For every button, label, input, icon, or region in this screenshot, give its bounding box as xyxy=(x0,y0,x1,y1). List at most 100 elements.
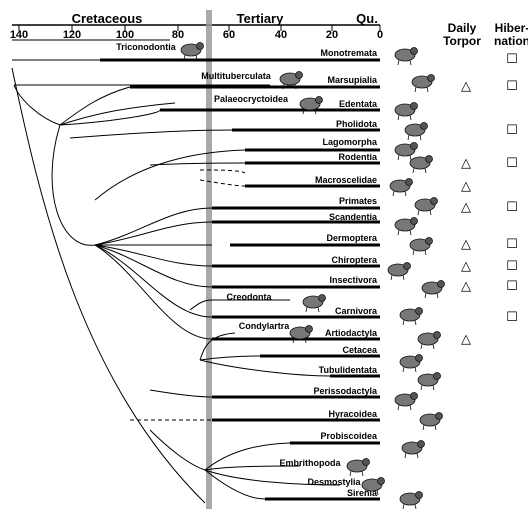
dugong-icon xyxy=(399,491,423,509)
hibernation-symbol: ☐ xyxy=(506,258,518,273)
taxon-label-marsupialia: Marsupialia xyxy=(327,75,378,85)
taxon-label-edentata: Edentata xyxy=(339,99,378,109)
taxon-ranges xyxy=(100,58,380,501)
tree-branch xyxy=(204,465,301,471)
tree-shrew-icon xyxy=(394,217,418,236)
taxon-label-hyracoidea: Hyracoidea xyxy=(328,409,378,419)
torpor-symbol: △ xyxy=(461,278,471,293)
axis-tick-label: 60 xyxy=(223,29,235,41)
taxon-label-perissodactyla: Perissodactyla xyxy=(313,386,378,396)
hibernation-symbol: ☐ xyxy=(506,199,518,214)
tree-branch xyxy=(189,299,213,311)
taxon-label-macroscelidae: Macroscelidae xyxy=(315,175,377,185)
taxon-label-tubulidentata: Tubulidentata xyxy=(319,365,378,375)
taxon-label-primates: Primates xyxy=(339,196,377,206)
hibernation-symbol: ☐ xyxy=(506,309,518,324)
taxon-label-dermoptera: Dermoptera xyxy=(326,233,378,243)
torpor-symbol: △ xyxy=(461,258,471,273)
camel-icon xyxy=(417,331,441,350)
tree-branch xyxy=(199,179,246,187)
tree-branch xyxy=(149,429,206,471)
aardvark-icon xyxy=(417,372,441,391)
embrithopod-icon xyxy=(346,458,370,477)
hibernation-symbol: ☐ xyxy=(506,122,518,137)
bat-icon xyxy=(387,262,411,281)
hyrax-icon xyxy=(419,412,443,431)
hibernation-symbol: ☐ xyxy=(506,51,518,66)
axis-tick-label: 120 xyxy=(63,29,81,41)
period-tertiary: Tertiary xyxy=(237,11,284,26)
animal-icons xyxy=(180,42,445,509)
elephant-shrew-icon xyxy=(389,178,413,197)
platypus-icon xyxy=(394,47,418,66)
palaeoryctid-icon xyxy=(299,96,323,115)
tree-branch xyxy=(59,86,131,126)
taxon-label-pholidota: Pholidota xyxy=(336,119,378,129)
tree-branch xyxy=(51,124,96,246)
tree-branch xyxy=(199,355,261,361)
axis-tick-label: 0 xyxy=(377,29,383,41)
torpor-symbol: △ xyxy=(461,199,471,214)
taxon-label-cetacea: Cetacea xyxy=(342,345,378,355)
tree-branch xyxy=(204,469,341,486)
taxon-label-sirenia: Sirenia xyxy=(347,488,378,498)
taxon-label-lagomorpha: Lagomorpha xyxy=(322,137,377,147)
tree-branch xyxy=(199,359,331,377)
axis-tick-label: 40 xyxy=(275,29,287,41)
axis-tick-label: 100 xyxy=(116,29,134,41)
phylogenetic-tree xyxy=(11,39,341,504)
tree-branch xyxy=(149,162,246,166)
tree-branch xyxy=(204,469,266,500)
extinct-label-condylartra: Condylartra xyxy=(239,321,291,331)
extinct-label-desmostylia: Desmostylia xyxy=(307,477,361,487)
column-header-torpor-line2: Torpor xyxy=(443,34,481,48)
primate-icon xyxy=(414,197,438,216)
taxon-label-carnivora: Carnivora xyxy=(335,306,378,316)
tree-branch xyxy=(149,389,213,398)
tree-branch xyxy=(94,244,213,267)
torpor-symbol: △ xyxy=(461,155,471,170)
tree-branch xyxy=(59,102,176,126)
desmostylian-icon xyxy=(361,477,385,496)
multituberculate-icon xyxy=(279,71,303,90)
elephant-icon xyxy=(401,440,425,459)
tree-branch xyxy=(94,207,213,246)
hibernation-symbol: ☐ xyxy=(506,78,518,93)
torpor-symbol: △ xyxy=(461,236,471,251)
tree-branch xyxy=(59,109,161,126)
hibernation-symbol: ☐ xyxy=(506,236,518,251)
anteater-icon xyxy=(394,102,418,121)
axis-tick-label: 140 xyxy=(10,29,28,41)
axis-tick-label: 20 xyxy=(326,29,338,41)
rabbit-icon xyxy=(394,142,418,161)
tree-branch xyxy=(94,244,213,288)
colugo-icon xyxy=(409,237,433,256)
hibernation-symbol: ☐ xyxy=(506,278,518,293)
period-cretaceous: Cretaceous xyxy=(72,11,143,26)
condylarth-icon xyxy=(289,325,313,344)
torpor-symbol: △ xyxy=(461,178,471,193)
taxon-label-scandentia: Scandentia xyxy=(329,212,378,222)
tree-branch xyxy=(94,244,213,318)
tiger-icon xyxy=(399,307,423,326)
tree-branch xyxy=(69,129,233,139)
taxon-label-monotremata: Monotremata xyxy=(320,48,377,58)
hedgehog-icon xyxy=(421,280,445,299)
taxon-label-insectivora: Insectivora xyxy=(329,275,378,285)
extinct-label-creodonta: Creodonta xyxy=(227,292,273,302)
column-header-torpor-line1: Daily xyxy=(448,21,477,35)
tree-branch xyxy=(94,221,213,246)
column-header-hibernation-line1: Hiber- xyxy=(495,21,528,35)
taxon-labels: MonotremataMarsupialiaEdentataPholidotaL… xyxy=(313,48,378,498)
taxon-label-probiscoidea: Probiscoidea xyxy=(320,431,378,441)
kt-boundary-band xyxy=(206,10,212,509)
extinct-label-embrithopoda: Embrithopoda xyxy=(280,458,342,468)
triconodont-icon xyxy=(180,42,204,61)
tree-branch xyxy=(11,67,206,504)
tree-branch xyxy=(204,442,291,471)
dolphin-icon xyxy=(399,354,423,373)
axis-tick-label: 80 xyxy=(172,29,184,41)
tree-branch xyxy=(94,244,213,340)
column-header-hibernation-line2: nation xyxy=(494,34,528,48)
